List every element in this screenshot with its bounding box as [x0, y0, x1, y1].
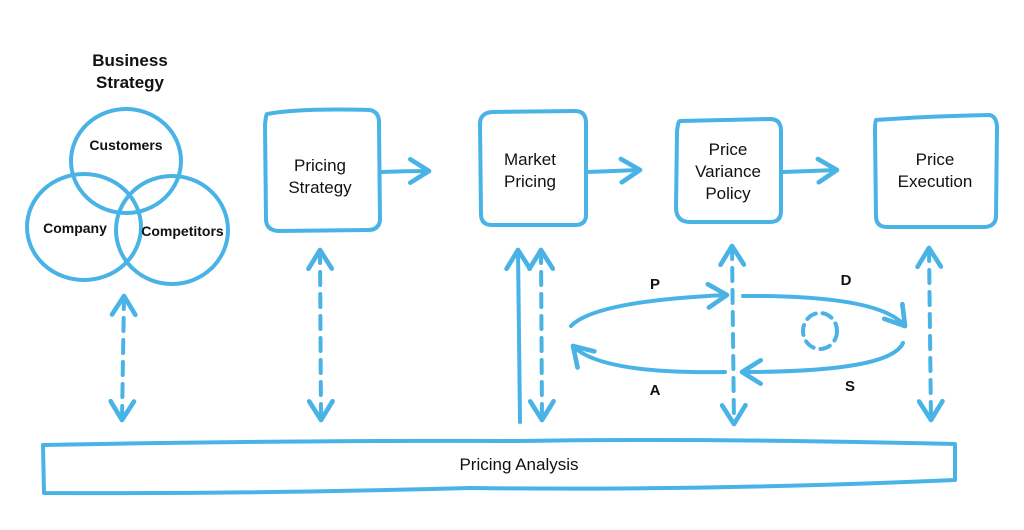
market-pricing-label: Market Pricing	[504, 150, 556, 191]
arrow-variance-to-execution	[781, 156, 840, 185]
company-label: Company	[43, 220, 107, 236]
pricing-strategy-label: Pricing Strategy	[288, 156, 352, 197]
cycle-label-a: A	[649, 382, 661, 399]
arrow-variance-policy-analysis	[718, 243, 748, 427]
cycle-arrow-p	[569, 281, 730, 328]
cycle-arrow-a	[570, 343, 727, 375]
price-execution-label: Price Execution	[897, 150, 973, 191]
cycle-label-p: P	[649, 276, 660, 293]
business-strategy-title: Business Strategy	[92, 51, 168, 92]
arrow-analysis-to-market-pricing	[504, 247, 533, 424]
price-variance-policy-label: Price Variance Policy	[695, 140, 761, 203]
market-pricing-box	[478, 109, 588, 227]
rotation-icon	[801, 311, 839, 351]
cycle-label-d: D	[840, 272, 852, 289]
price-variance-policy-box	[674, 117, 783, 224]
cycle-arrow-d	[741, 293, 908, 329]
price-execution-box	[873, 113, 999, 229]
competitors-label: Competitors	[141, 223, 224, 239]
cycle-arrow-s	[739, 341, 905, 386]
arrow-price-execution-analysis	[915, 245, 945, 423]
pricing-analysis-bar	[41, 438, 957, 496]
arrow-pricing-strategy-analysis	[306, 247, 335, 423]
arrow-market-to-variance	[585, 156, 643, 185]
company-circle	[25, 172, 143, 282]
arrow-business-strategy-analysis	[108, 293, 138, 423]
pricing-analysis-label: Pricing Analysis	[459, 455, 579, 474]
arrow-strategy-to-market	[379, 157, 432, 186]
cycle-label-s: S	[844, 378, 855, 395]
customers-label: Customers	[89, 137, 163, 153]
customers-circle	[69, 107, 183, 215]
competitors-circle	[114, 174, 230, 286]
arrow-market-pricing-analysis	[527, 247, 556, 423]
pricing-strategy-box	[263, 107, 382, 233]
